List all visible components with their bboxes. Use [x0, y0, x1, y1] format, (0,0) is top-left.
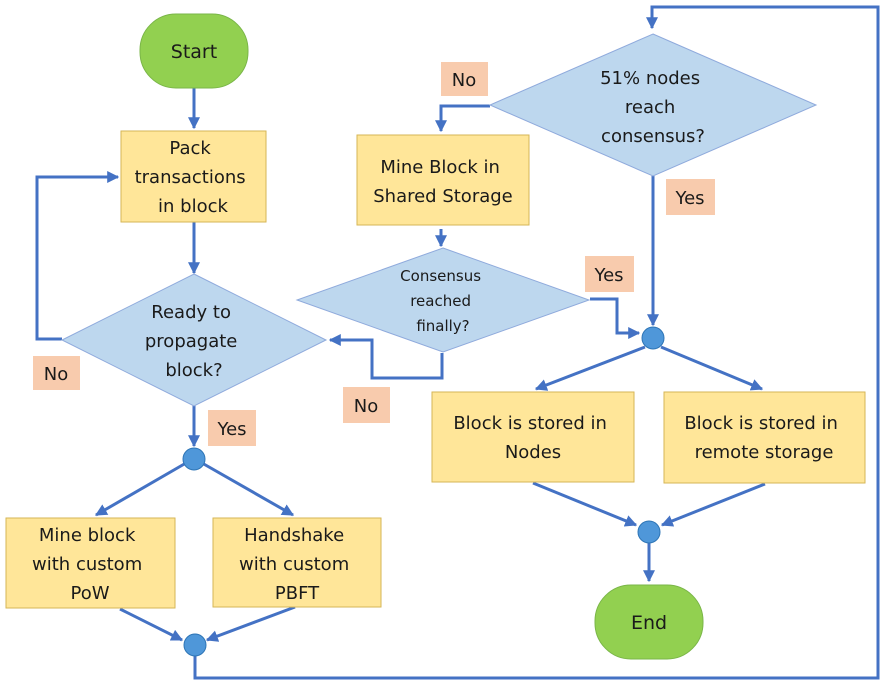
ready-shape	[60, 273, 328, 407]
edge-pow-join	[119, 607, 184, 642]
mine-shared-shape	[356, 134, 530, 226]
edge-51-no	[435, 104, 490, 133]
mine-pow-line-3: PoW	[70, 583, 109, 604]
handshake-shape	[212, 517, 382, 608]
tag-yes-final: Yes	[585, 256, 634, 292]
junction-ready-yes	[182, 447, 206, 471]
pack-label: Pack transactions in block	[135, 138, 252, 217]
tag-no-ready-text: No	[44, 364, 68, 385]
pack-line-2: transactions	[135, 167, 246, 188]
node-end: End	[594, 584, 704, 660]
node-start: Start	[139, 13, 249, 89]
node-mine-shared: Mine Block in Shared Storage	[356, 134, 530, 226]
consensus51-line-3: consensus?	[601, 126, 705, 147]
edges	[35, 5, 880, 680]
junction-store-split	[641, 326, 665, 350]
edge-nodes-join	[532, 481, 638, 527]
mine-shared-line-2: Shared Storage	[373, 186, 513, 207]
tag-no-final-bg	[343, 387, 390, 423]
mine-shared-label: Mine Block in Shared Storage	[373, 157, 513, 207]
pack-line-1: Pack	[169, 138, 211, 159]
consensus51-line-1: 51% nodes	[600, 68, 700, 89]
pack-line-3: in block	[158, 196, 228, 217]
handshake-line-2: with custom	[239, 554, 349, 575]
tag-yes-ready: Yes	[208, 410, 256, 446]
tag-no-final: No	[343, 387, 390, 423]
tag-yes-51-text: Yes	[674, 188, 704, 209]
start-shape	[139, 13, 249, 89]
node-mine-pow: Mine block with custom PoW	[5, 517, 176, 609]
node-stored-nodes: Block is stored in Nodes	[431, 391, 635, 483]
mine-pow-line-2: with custom	[32, 554, 142, 575]
consensus-final-line-1: Consensus	[400, 267, 481, 285]
consensus51-shape	[488, 33, 818, 177]
handshake-label: Handshake with custom PBFT	[239, 525, 355, 604]
tag-yes-51: Yes	[666, 179, 715, 215]
node-consensus51: 51% nodes reach consensus?	[488, 33, 818, 177]
consensus51-label: 51% nodes reach consensus?	[600, 68, 706, 147]
end-label: End	[631, 612, 667, 634]
tag-no-51: No	[441, 62, 488, 96]
consensus-final-line-2: reached	[410, 292, 471, 310]
tag-no-ready: No	[33, 356, 80, 390]
consensus-final-shape	[295, 247, 591, 353]
tag-yes-final-bg	[585, 256, 634, 292]
junction-store-merge	[637, 520, 661, 544]
stored-remote-line-2: remote storage	[695, 442, 834, 463]
node-ready: Ready to propagate block?	[60, 273, 328, 407]
stored-remote-shape	[663, 391, 866, 484]
mine-shared-line-1: Mine Block in	[380, 157, 500, 178]
consensus51-line-2: reach	[625, 97, 675, 118]
edge-split-remote	[660, 345, 764, 391]
tag-no-ready-bg	[33, 356, 80, 390]
stored-nodes-shape	[431, 391, 635, 483]
tag-yes-ready-text: Yes	[216, 419, 246, 440]
node-handshake: Handshake with custom PBFT	[212, 517, 382, 608]
edge-final-no	[328, 334, 444, 380]
mine-pow-line-1: Mine block	[39, 525, 136, 546]
tag-no-51-text: No	[452, 70, 476, 91]
ready-line-1: Ready to	[151, 302, 231, 323]
node-consensus-final: Consensus reached finally?	[295, 247, 591, 353]
edge-ready-no-loop	[35, 171, 120, 341]
stored-nodes-line-2: Nodes	[505, 442, 561, 463]
stored-nodes-line-1: Block is stored in	[453, 413, 607, 434]
junction-left-merge	[183, 633, 207, 657]
tag-no-51-bg	[441, 62, 488, 96]
stored-nodes-label: Block is stored in Nodes	[453, 413, 612, 463]
edge-final-yes	[590, 297, 641, 339]
stored-remote-line-1: Block is stored in	[684, 413, 838, 434]
start-label: Start	[171, 41, 217, 63]
edge-split-pbft	[201, 461, 295, 517]
ready-line-2: propagate	[145, 331, 238, 352]
mine-pow-shape	[5, 517, 176, 609]
tag-no-final-text: No	[354, 396, 378, 417]
edge-return-loop	[193, 5, 880, 680]
consensus-final-label: Consensus reached finally?	[400, 267, 486, 335]
node-pack: Pack transactions in block	[120, 130, 267, 223]
tag-yes-51-bg	[666, 179, 715, 215]
edge-split-pow	[94, 461, 187, 517]
consensus-final-line-3: finally?	[416, 317, 469, 335]
mine-pow-label: Mine block with custom PoW	[32, 525, 148, 604]
handshake-line-3: PBFT	[275, 583, 320, 604]
edge-remote-join	[660, 482, 766, 527]
tag-yes-final-text: Yes	[593, 265, 623, 286]
edge-pbft-join	[205, 605, 296, 642]
ready-label: Ready to propagate block?	[145, 302, 243, 381]
pack-shape	[120, 130, 267, 223]
stored-remote-label: Block is stored in remote storage	[684, 413, 843, 463]
node-stored-remote: Block is stored in remote storage	[663, 391, 866, 484]
end-shape	[594, 584, 704, 660]
tag-yes-ready-bg	[208, 410, 256, 446]
ready-line-3: block?	[165, 360, 222, 381]
edge-split-nodes	[534, 345, 646, 391]
handshake-line-1: Handshake	[244, 525, 344, 546]
